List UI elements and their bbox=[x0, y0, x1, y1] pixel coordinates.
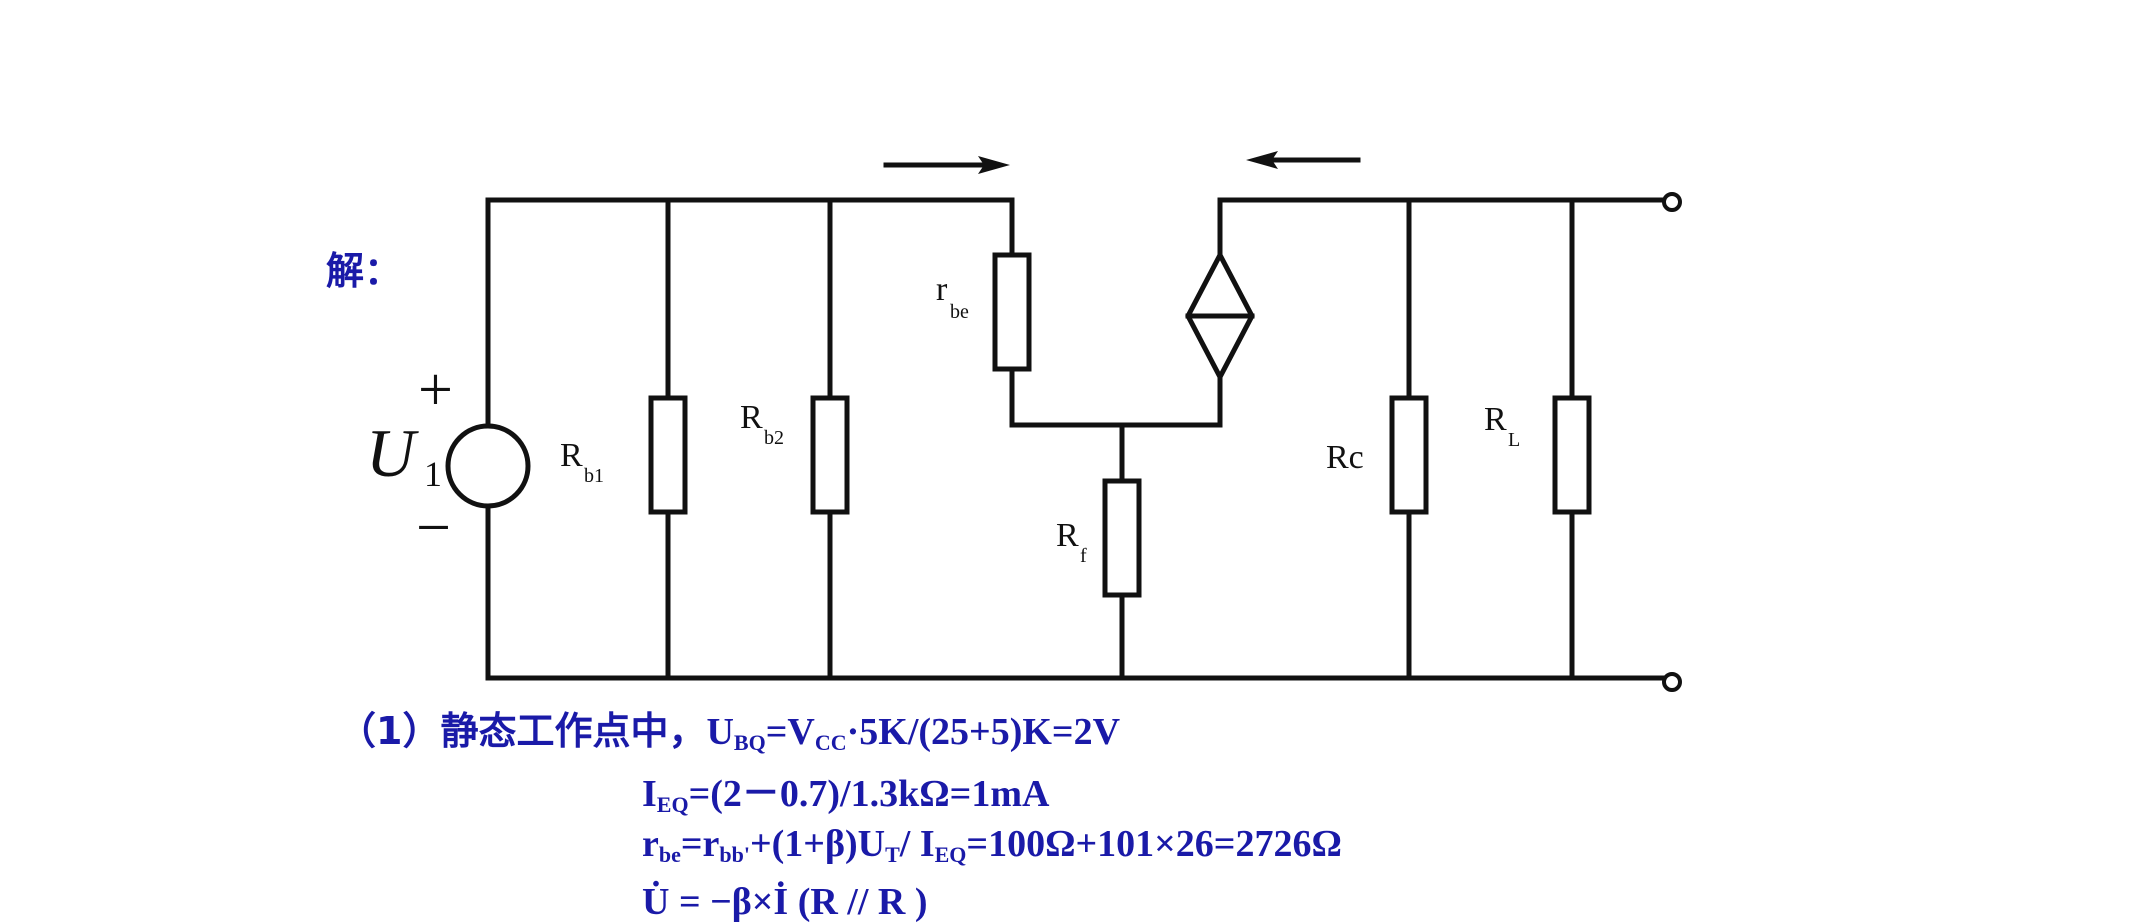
eq1-u: U bbox=[706, 711, 734, 753]
rbe-resistor bbox=[992, 252, 1032, 372]
eq2-rest: =(2－0.7)/1.3kΩ=1mA bbox=[688, 773, 1050, 815]
minus-sign: − bbox=[416, 494, 451, 562]
rb2-subscript: b2 bbox=[764, 427, 784, 449]
eq3-mid: +(1+β)U bbox=[750, 823, 886, 865]
rb2-resistor bbox=[810, 395, 850, 515]
eq3-eq: =r bbox=[680, 823, 720, 865]
rc-resistor bbox=[1389, 395, 1429, 515]
rbe-subscript: be bbox=[950, 301, 969, 323]
eq3-r: r bbox=[642, 823, 659, 865]
solution-label: 解： bbox=[326, 249, 403, 293]
equation-line-2: IEQ=(2－0.7)/1.3kΩ=1mA bbox=[642, 762, 1049, 818]
arrow-left-icon bbox=[1246, 151, 1278, 169]
source-label: U bbox=[366, 415, 419, 491]
equation-line-1: （1）静态工作点中，UBQ=VCC·5K/(25+5)K=2V bbox=[338, 700, 1120, 756]
output-terminal-top bbox=[1662, 192, 1682, 212]
eq3-rest: =100Ω+101×26=2726Ω bbox=[966, 823, 1342, 865]
rf-label: R bbox=[1056, 517, 1079, 554]
voltage-source bbox=[445, 423, 531, 509]
rc-label: Rc bbox=[1326, 439, 1364, 476]
eq4-text: U̇ = −β×İ (R // R ) bbox=[642, 881, 928, 923]
circuit-diagram: + − U 1 R b1 R b2 r be R f Rc R L bbox=[366, 151, 1682, 692]
rf-subscript: f bbox=[1080, 545, 1087, 567]
rl-subscript: L bbox=[1508, 429, 1520, 451]
eq3-rbb-sub: bb' bbox=[719, 842, 750, 867]
output-terminal-bottom bbox=[1662, 672, 1682, 692]
rb1-subscript: b1 bbox=[584, 465, 604, 487]
rf-resistor bbox=[1102, 478, 1142, 598]
rl-label: R bbox=[1484, 401, 1507, 438]
equation-line-4-partial: U̇ = −β×İ (R // R ) bbox=[642, 880, 928, 924]
plus-sign: + bbox=[418, 356, 453, 424]
rb1-label: R bbox=[560, 437, 583, 474]
eq3-slash: / I bbox=[899, 823, 935, 865]
eq1-eq: =V bbox=[765, 711, 815, 753]
rb2-label: R bbox=[740, 399, 763, 436]
eq2-i-sub: EQ bbox=[656, 792, 689, 817]
eq1-v-sub: CC bbox=[814, 730, 847, 755]
eq3-r-sub: be bbox=[658, 842, 681, 867]
eq1-prefix: （1） bbox=[338, 709, 441, 753]
arrow-right-icon bbox=[978, 156, 1010, 174]
rbe-label: r bbox=[936, 271, 948, 308]
eq3-ieq-sub: EQ bbox=[934, 842, 967, 867]
eq1-rest: ·5K/(25+5)K=2V bbox=[846, 711, 1121, 753]
equation-line-3: rbe=rbb'+(1+β)UT/ IEQ=100Ω+101×26=2726Ω bbox=[642, 822, 1342, 868]
source-subscript: 1 bbox=[424, 454, 442, 494]
eq2-i: I bbox=[642, 773, 657, 815]
eq1-u-sub: BQ bbox=[733, 730, 766, 755]
rb1-resistor bbox=[648, 395, 688, 515]
eq1-cjk: 静态工作点中， bbox=[440, 709, 707, 753]
page: + − U 1 R b1 R b2 r be R f Rc R L 解： （1）… bbox=[326, 151, 1682, 923]
eq3-ut-sub: T bbox=[885, 842, 900, 867]
rl-resistor bbox=[1552, 395, 1592, 515]
